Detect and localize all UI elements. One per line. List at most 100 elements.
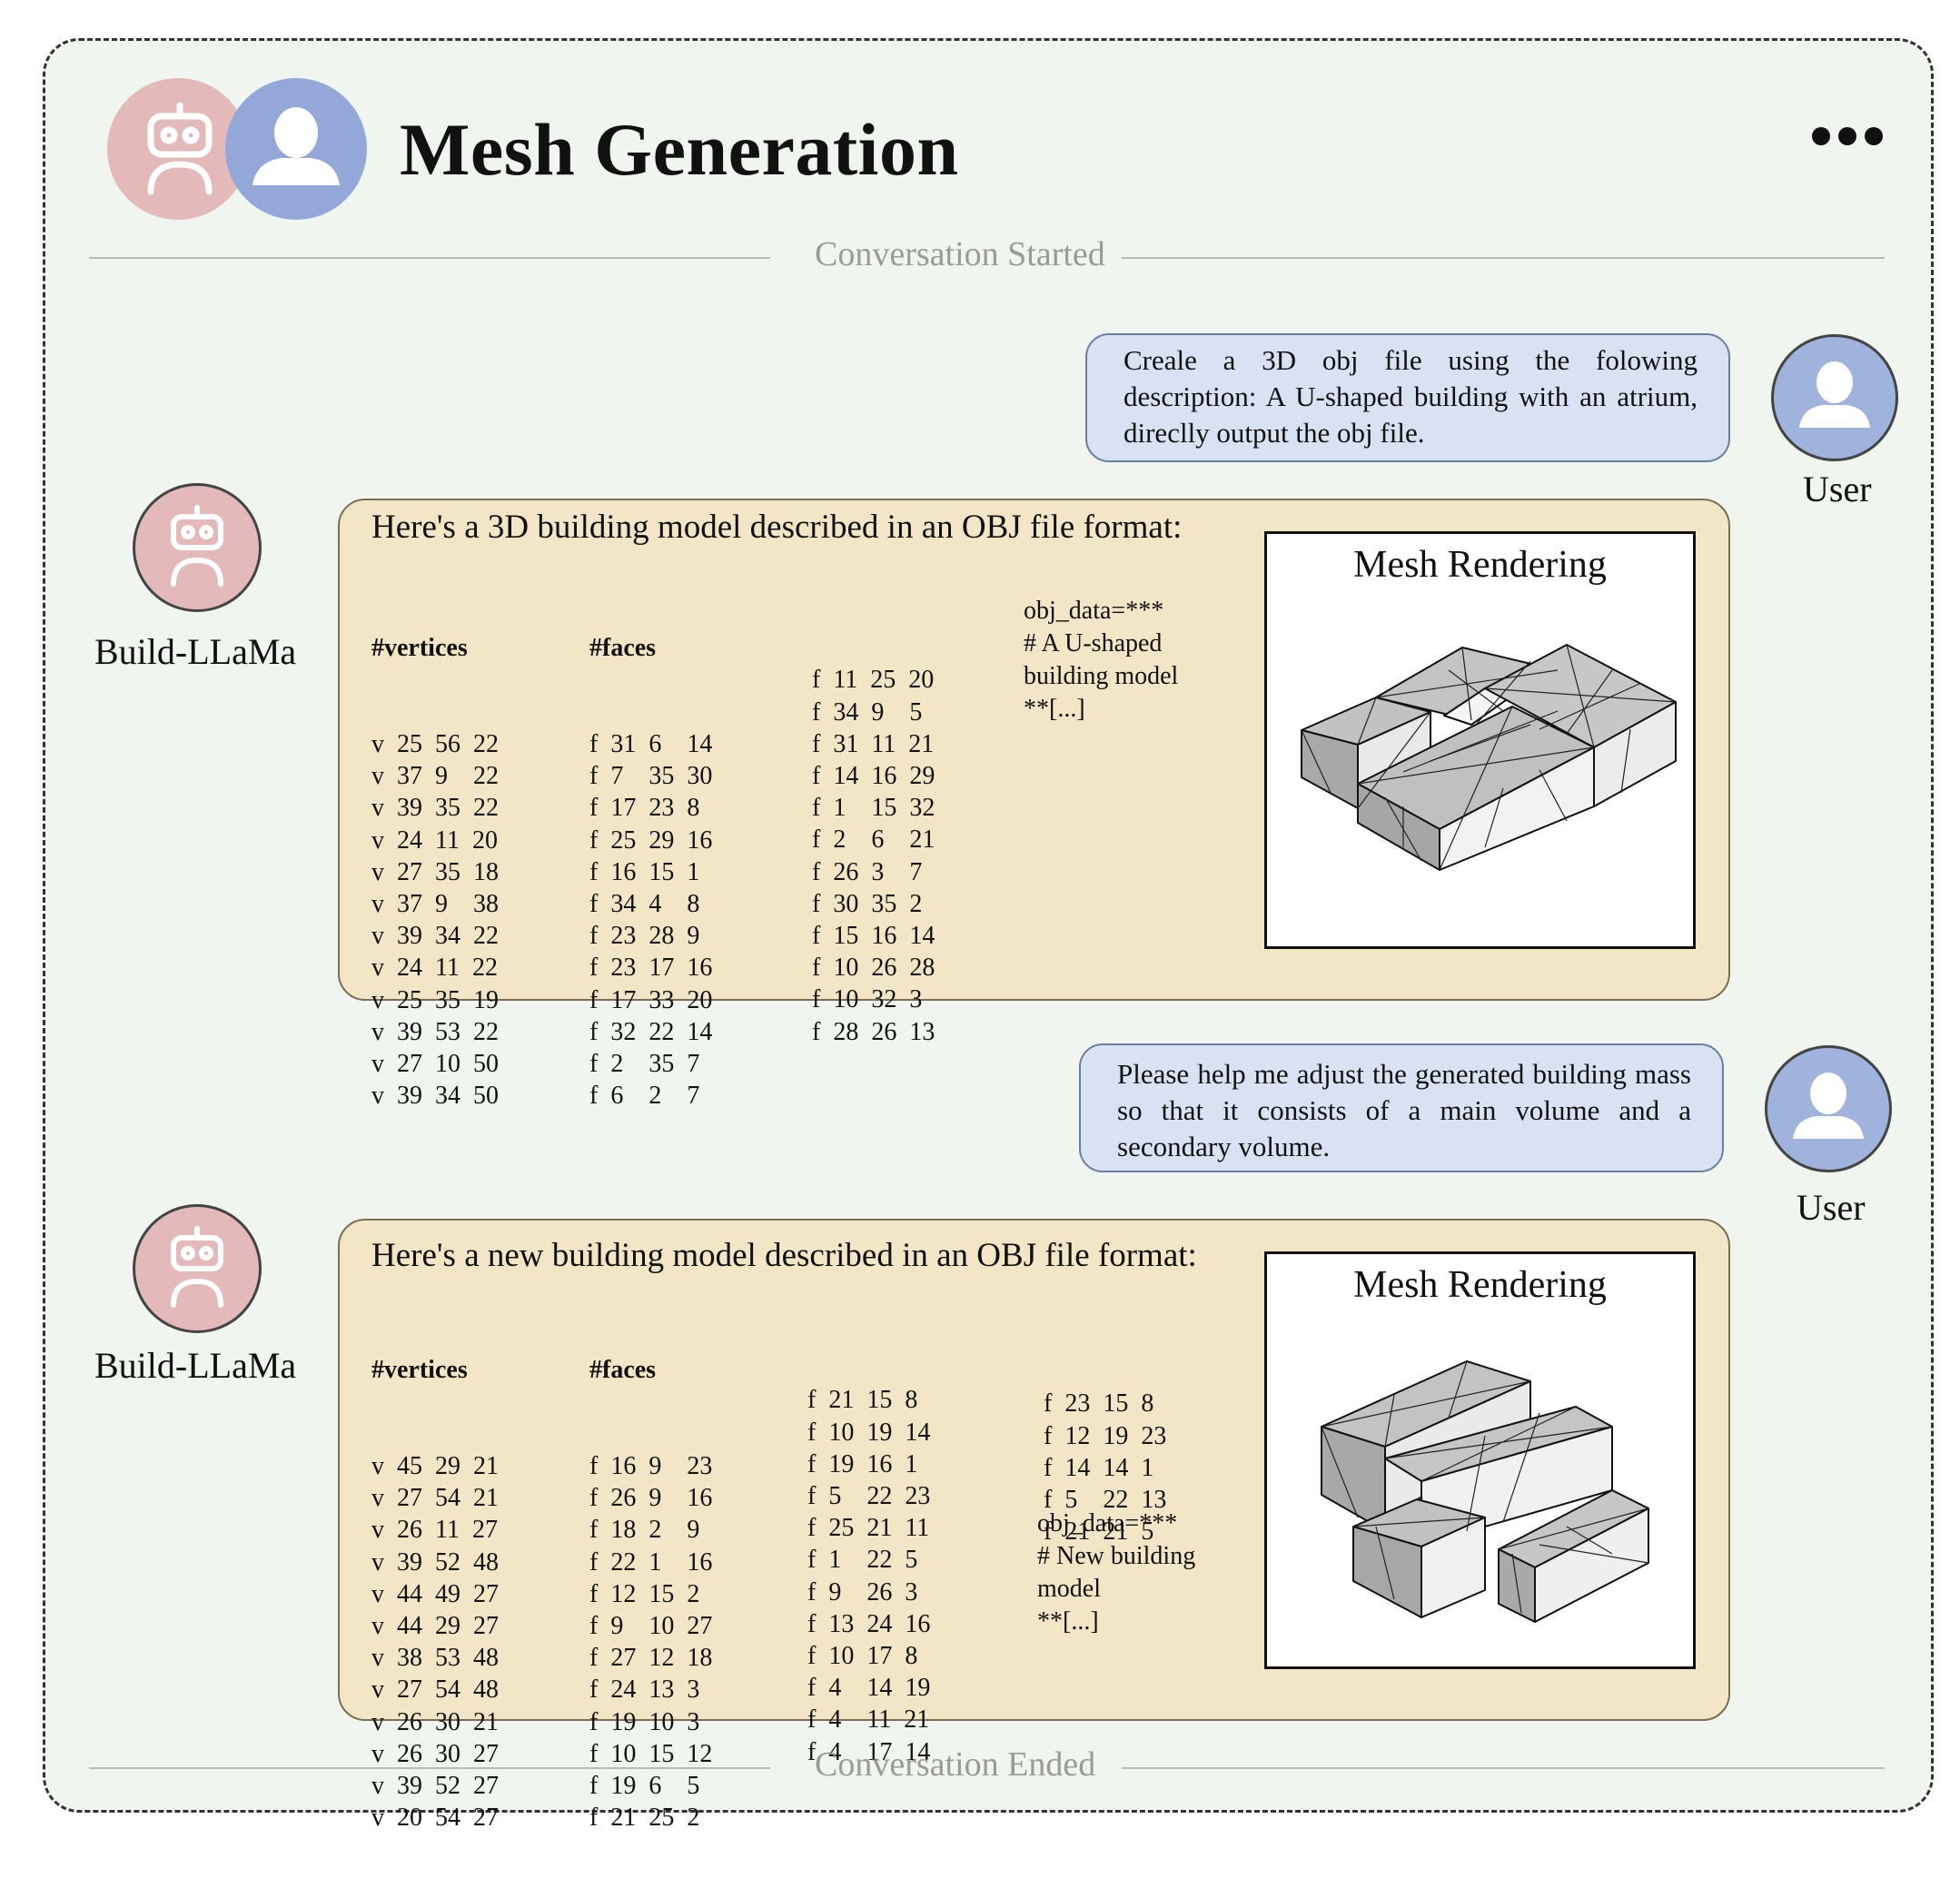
user-name-label: User — [1797, 1187, 1866, 1228]
conversation-started-label: Conversation Started — [815, 235, 1105, 273]
code-line: f 22 1 16 — [589, 1547, 713, 1577]
code-line: f 31 11 21 — [812, 729, 935, 758]
person-icon — [1793, 1073, 1864, 1139]
code-line: building model — [1024, 662, 1179, 690]
code-line: v 39 34 50 — [371, 1082, 499, 1111]
code-line: v 27 10 50 — [371, 1050, 499, 1079]
code-line: f 4 14 19 — [807, 1674, 931, 1703]
mesh-rendering-title: Mesh Rendering — [1353, 1264, 1607, 1306]
bot-message-intro: Here's a 3D building model described in … — [371, 509, 1183, 546]
code-line: v 39 52 48 — [371, 1547, 499, 1577]
code-line: v 27 54 21 — [371, 1484, 499, 1513]
code-line: f 23 28 9 — [589, 922, 700, 951]
code-line: f 1 15 32 — [812, 794, 935, 823]
code-line: f 21 15 8 — [807, 1386, 918, 1415]
code-line: f 17 23 8 — [589, 794, 700, 823]
code-line: f 6 2 7 — [589, 1082, 700, 1111]
bot-message-intro: Here's a new building model described in… — [371, 1237, 1197, 1274]
bot-name-label: Build-LLaMa — [94, 631, 297, 672]
code-line: f 19 16 1 — [807, 1449, 918, 1478]
code-line: f 34 9 5 — [812, 697, 923, 727]
mesh-rendering-title: Mesh Rendering — [1353, 544, 1607, 586]
code-line: f 31 6 14 — [589, 730, 713, 759]
faces-header: #faces — [589, 634, 657, 663]
code-line: f 34 4 8 — [589, 890, 700, 919]
code-line: f 12 15 2 — [589, 1579, 700, 1608]
u-shaped-building-mesh — [1301, 644, 1677, 871]
code-line: f 23 17 16 — [589, 954, 713, 983]
code-line: f 5 22 13 — [1044, 1486, 1167, 1515]
code-line: f 27 12 18 — [589, 1644, 713, 1673]
code-line: v 45 29 21 — [371, 1452, 499, 1481]
code-line: v 44 49 27 — [371, 1579, 499, 1608]
user-avatar-header — [225, 78, 367, 220]
code-line: f 4 17 14 — [807, 1737, 931, 1766]
code-line: v 38 53 48 — [371, 1644, 499, 1673]
code-line: f 10 32 3 — [812, 985, 923, 1014]
code-line: **[...] — [1024, 695, 1085, 723]
code-line: v 39 34 22 — [371, 922, 499, 951]
person-icon — [252, 107, 340, 185]
code-line: v 37 9 22 — [371, 762, 499, 791]
code-line: obj_data=*** — [1037, 1509, 1178, 1537]
person-icon — [1799, 361, 1870, 428]
user-avatar — [1765, 1045, 1892, 1172]
bot-avatar-header — [107, 78, 249, 220]
code-line: f 2 6 21 — [812, 825, 935, 855]
code-line: f 18 2 9 — [589, 1516, 700, 1545]
vertices-header: #vertices — [371, 634, 468, 663]
code-line: f 7 35 30 — [589, 762, 713, 791]
bot-message-bubble: Here's a 3D building model described in … — [338, 499, 1730, 1110]
robot-icon — [171, 1226, 223, 1308]
code-line: v 39 53 22 — [371, 1017, 499, 1046]
user-message-bubble: Please help me adjust the generated buil… — [1079, 1043, 1724, 1172]
code-line: # New building — [1037, 1542, 1196, 1570]
more-horizontal-icon[interactable] — [1812, 127, 1912, 154]
divider-line-right — [1122, 1767, 1885, 1769]
code-line: f 25 21 11 — [807, 1514, 930, 1543]
code-line: v 20 54 27 — [371, 1804, 499, 1833]
user-name-label: User — [1803, 469, 1872, 509]
bot-avatar — [133, 1204, 262, 1333]
code-line: f 4 11 21 — [807, 1705, 930, 1735]
code-line: v 24 11 22 — [371, 954, 498, 983]
faces-header: #faces — [589, 1356, 657, 1385]
user-message-text: Please help me adjust the generated buil… — [1117, 1058, 1691, 1162]
code-line: f 10 17 8 — [807, 1642, 918, 1671]
code-line: # A U-shaped — [1024, 629, 1163, 657]
code-line: v 25 35 19 — [371, 985, 499, 1014]
code-line: v 24 11 20 — [371, 825, 498, 855]
code-line: v 27 54 48 — [371, 1676, 499, 1705]
user-avatar — [1771, 334, 1898, 461]
user-message-bubble: Creale a 3D obj file using the folowing … — [1085, 333, 1730, 462]
divider-line-right — [1122, 257, 1885, 259]
code-line: f 12 19 23 — [1044, 1421, 1167, 1450]
code-line: f 17 33 20 — [589, 985, 713, 1014]
code-line: f 19 10 3 — [589, 1707, 700, 1736]
code-line: f 25 29 16 — [589, 825, 713, 855]
divider-line-left — [89, 1767, 770, 1769]
code-line: f 14 14 1 — [1044, 1453, 1154, 1482]
code-line: f 24 13 3 — [589, 1676, 700, 1705]
code-line: v 44 29 27 — [371, 1612, 499, 1641]
code-line: model — [1037, 1575, 1101, 1603]
code-line: v 26 30 21 — [371, 1707, 499, 1736]
code-line: f 1 22 5 — [807, 1546, 918, 1575]
code-line: f 11 25 20 — [812, 666, 935, 695]
mesh-rendering-panel: Mesh Rendering — [1264, 531, 1696, 949]
code-line: v 39 52 27 — [371, 1772, 499, 1801]
vertices-header: #vertices — [371, 1356, 468, 1385]
robot-icon — [147, 102, 213, 195]
code-line: f 16 15 1 — [589, 857, 700, 886]
code-line: f 13 24 16 — [807, 1609, 931, 1638]
code-line: v 27 35 18 — [371, 857, 499, 886]
code-line: f 5 22 23 — [807, 1482, 931, 1511]
code-line: f 10 19 14 — [807, 1418, 931, 1447]
